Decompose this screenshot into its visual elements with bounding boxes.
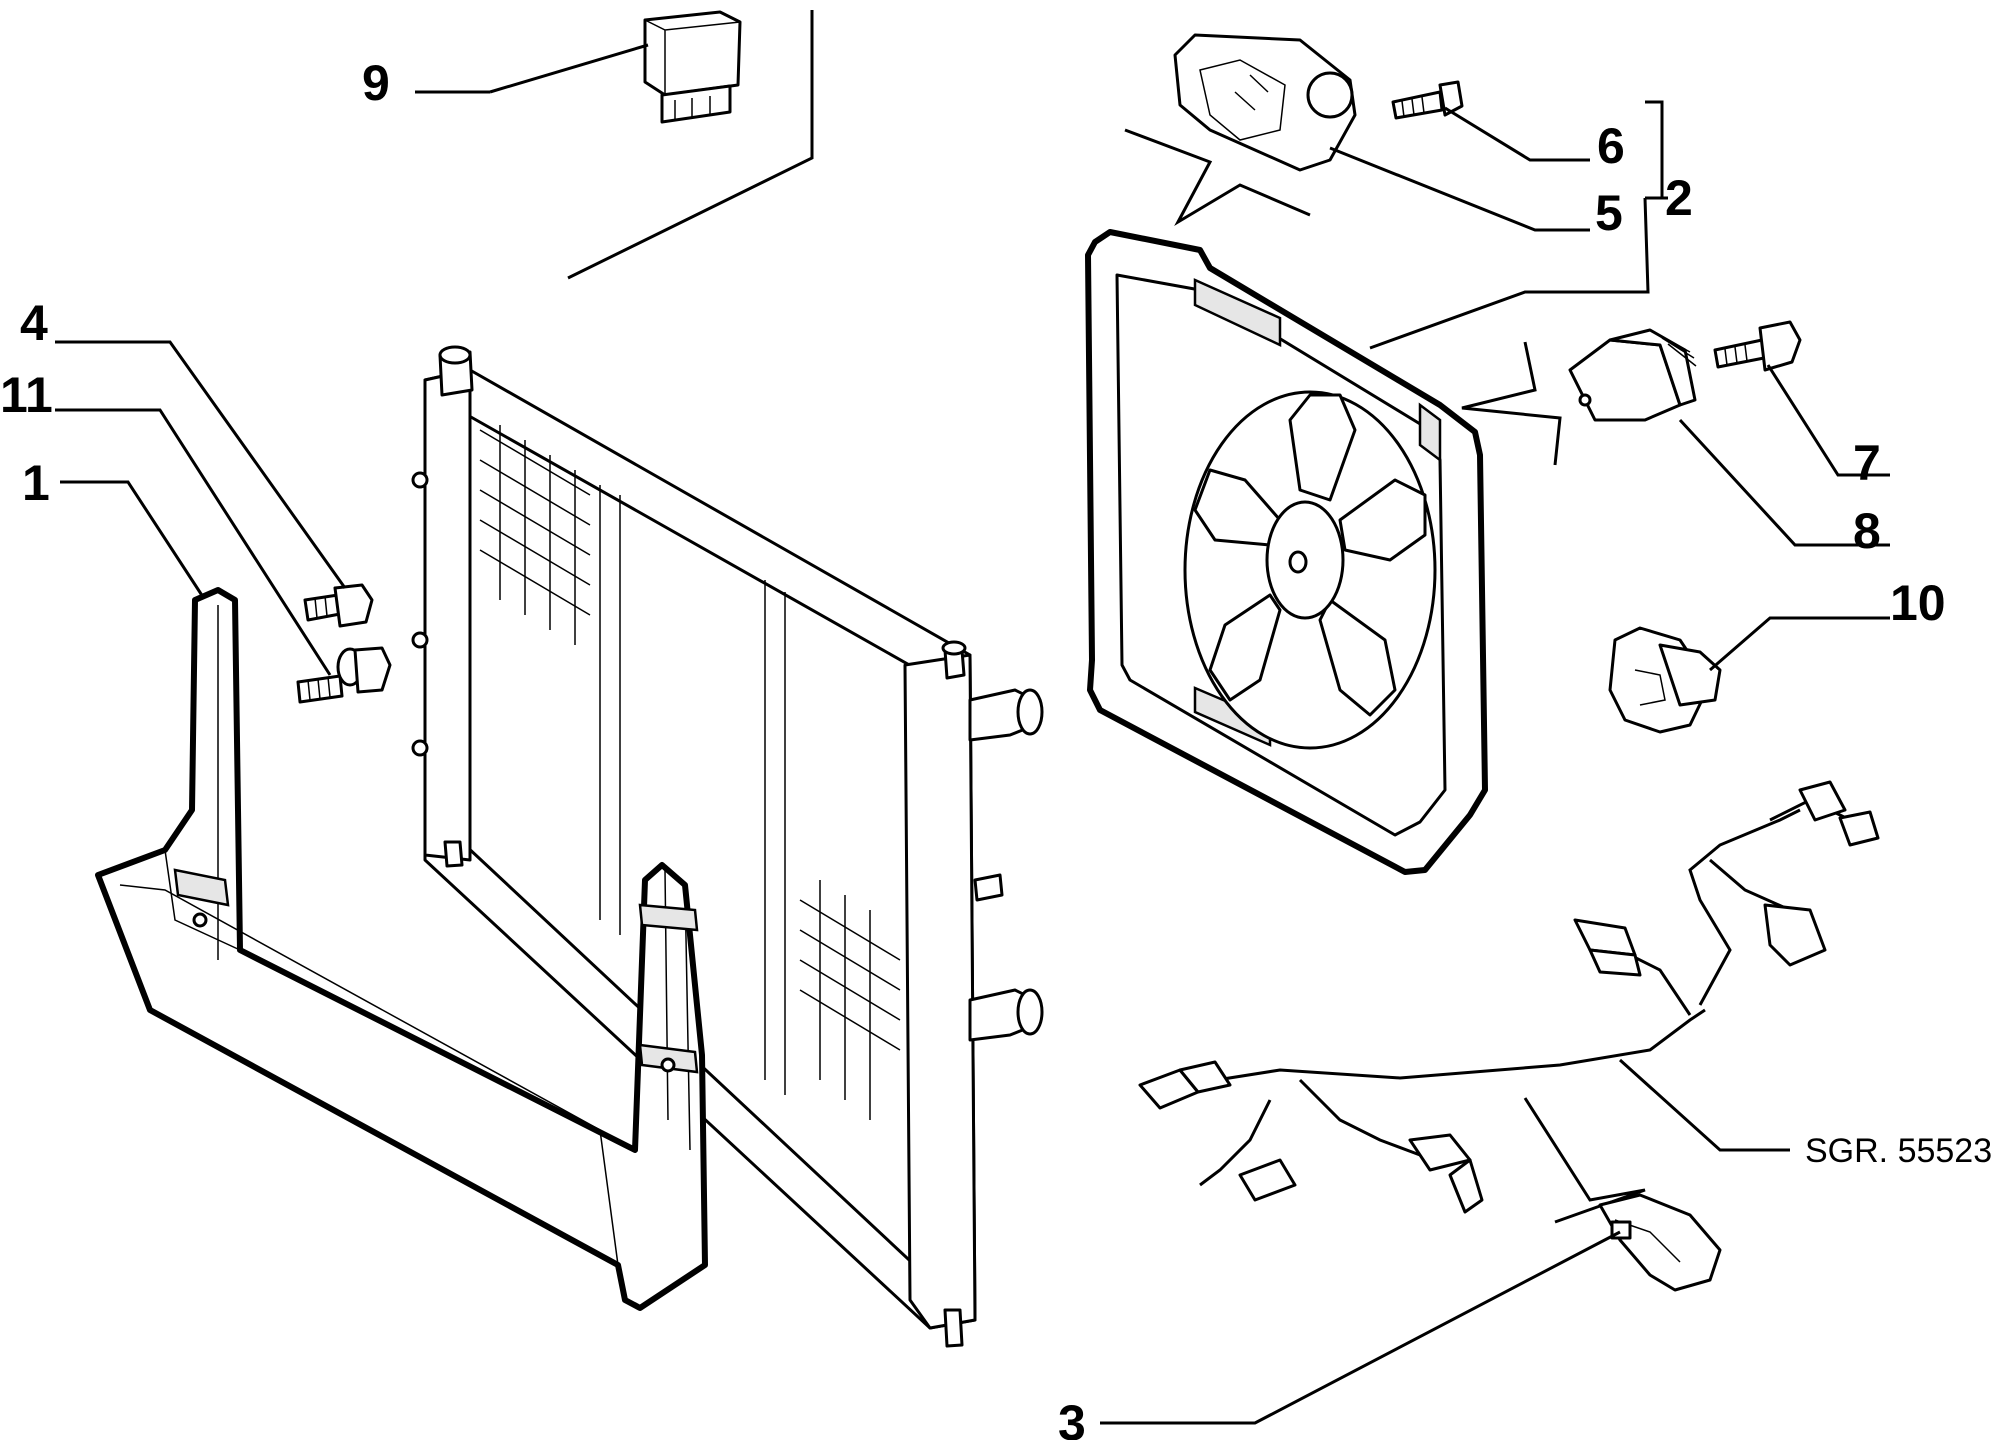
callout-10: 10 (1890, 575, 1946, 631)
callout-6: 6 (1597, 118, 1625, 174)
reference-code: SGR. 55523 (1805, 1132, 1992, 1170)
bolt-part-4 (303, 583, 374, 628)
callout-1: 1 (22, 455, 50, 511)
clip-part-10 (1608, 626, 1722, 734)
bracket-part-5 (1173, 33, 1357, 172)
grommet-part-8 (1568, 328, 1697, 422)
callout-2: 2 (1665, 170, 1693, 226)
screw-part-6 (1391, 80, 1464, 120)
deflector-part-1 (95, 587, 708, 1311)
callout-9: 9 (362, 55, 390, 111)
relay-part-9 (643, 10, 742, 124)
clip-part-3 (1598, 1193, 1722, 1292)
callout-3: 3 (1058, 1395, 1086, 1440)
fan-shroud-part-2 (1085, 229, 1488, 875)
callout-5: 5 (1595, 185, 1623, 241)
callout-4: 4 (20, 295, 48, 351)
callout-11: 11 (0, 367, 53, 423)
radiator (411, 345, 1044, 1348)
bolt-part-11 (296, 646, 392, 704)
wiring-harness (1138, 780, 1880, 1214)
screw-part-7 (1713, 320, 1802, 372)
callout-8: 8 (1853, 503, 1881, 559)
callout-7: 7 (1853, 435, 1881, 491)
